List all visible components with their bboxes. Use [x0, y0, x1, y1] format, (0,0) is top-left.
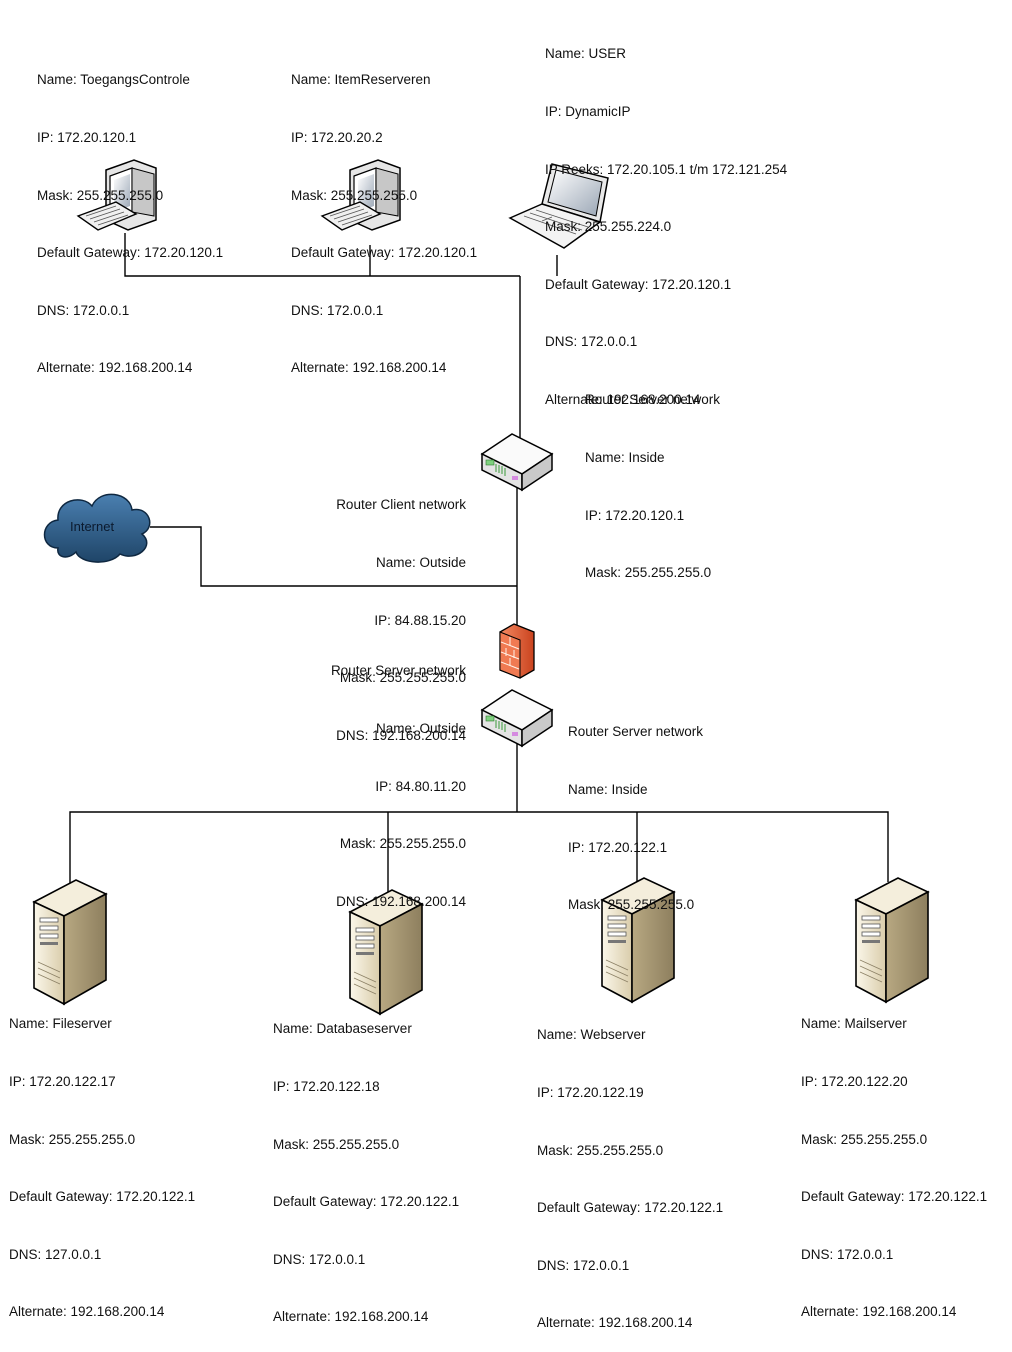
info-line: Mask: 255.255.255.0	[568, 897, 695, 913]
router-server-inside-info: Router Server network Name: Inside IP: 1…	[568, 684, 703, 934]
info-line: Mask: 255.255.255.0	[273, 1136, 400, 1152]
info-line: Mask: 255.255.255.0	[537, 1142, 664, 1158]
router-icon	[480, 689, 554, 748]
info-line: Alternate: 192.168.200.14	[801, 1304, 957, 1320]
info-line: DNS: 172.0.0.1	[545, 334, 638, 350]
info-line: DNS: 192.168.200.14	[336, 893, 466, 909]
info-line: Name: Inside	[585, 450, 665, 466]
info-line: IP: 172.20.122.18	[273, 1079, 380, 1095]
webserver-info: Name: Webserver IP: 172.20.122.19 Mask: …	[537, 987, 723, 1352]
router-client-outside-info: Router Client network Name: Outside IP: …	[336, 457, 466, 764]
info-line: Mask: 255.255.255.0	[339, 836, 466, 852]
info-line: Name: ToegangsControle	[37, 72, 190, 88]
info-line: IP: 172.20.122.17	[9, 1074, 116, 1090]
info-line: IP: 172.20.122.19	[537, 1085, 644, 1101]
info-line: Default Gateway: 172.20.122.1	[273, 1194, 460, 1210]
toegangscontrole-info: Name: ToegangsControle IP: 172.20.120.1 …	[37, 32, 223, 397]
info-line: Alternate: 192.168.200.14	[9, 1304, 165, 1320]
info-line: Mask: 255.255.255.0	[585, 565, 712, 581]
user-info: Name: USER IP: DynamicIP IP Reeks: 172.2…	[545, 6, 787, 428]
info-line: Router Server network	[585, 392, 721, 408]
internet-label: Internet	[70, 519, 114, 534]
router-client-inside-info: Router Server network Name: Inside IP: 1…	[585, 352, 720, 602]
info-line: Alternate: 192.168.200.14	[545, 392, 701, 408]
info-line: DNS: 172.0.0.1	[801, 1246, 894, 1262]
info-line: Name: Outside	[375, 555, 466, 571]
info-line: Default Gateway: 172.20.120.1	[545, 276, 732, 292]
info-line: Router Server network	[568, 724, 704, 740]
info-line: IP: 172.20.122.1	[568, 839, 668, 855]
info-line: DNS: 172.0.0.1	[537, 1257, 630, 1273]
info-line: DNS: 127.0.0.1	[9, 1246, 102, 1262]
info-line: IP: 172.20.122.20	[801, 1074, 908, 1090]
info-line: DNS: 172.0.0.1	[273, 1251, 366, 1267]
info-line: IP: 172.20.120.1	[585, 507, 685, 523]
connection-lines	[69, 233, 889, 895]
info-line: Default Gateway: 172.20.122.1	[9, 1189, 196, 1205]
info-line: Mask: 255.255.255.0	[291, 187, 418, 203]
internet-cloud-icon: Internet	[43, 493, 151, 563]
fileserver-info: Name: Fileserver IP: 172.20.122.17 Mask:…	[9, 976, 195, 1341]
info-line: IP Reeks: 172.20.105.1 t/m 172.121.254	[545, 161, 788, 177]
info-line: Name: Fileserver	[9, 1016, 112, 1032]
info-line: Default Gateway: 172.20.122.1	[801, 1189, 988, 1205]
info-line: IP: 172.20.20.2	[291, 130, 383, 146]
info-line: Mask: 255.255.255.0	[9, 1131, 136, 1147]
info-line: Mask: 255.255.255.0	[801, 1131, 928, 1147]
info-line: IP: DynamicIP	[545, 104, 631, 120]
laptop-icon	[508, 163, 609, 249]
info-line: Alternate: 192.168.200.14	[37, 360, 193, 376]
info-line: Alternate: 192.168.200.14	[537, 1315, 693, 1331]
info-line: Name: Databaseserver	[273, 1021, 412, 1037]
router-server-outside-info: Router Server network Name: Outside IP: …	[331, 623, 466, 930]
info-line: Name: Outside	[375, 721, 466, 737]
info-line: Name: Inside	[568, 782, 648, 798]
info-line: Name: Mailserver	[801, 1016, 907, 1032]
network-diagram: Internet	[33, 159, 929, 1015]
router-icon	[480, 433, 554, 492]
info-line: Mask: 255.255.255.0	[37, 187, 164, 203]
firewall-icon	[499, 623, 535, 679]
info-line: Mask: 255.255.255.0	[339, 670, 466, 686]
info-line: IP: 84.80.11.20	[375, 778, 466, 794]
info-line: IP: 172.20.120.1	[37, 130, 137, 146]
info-line: Name: USER	[545, 46, 627, 62]
info-line: Router Client network	[336, 497, 466, 513]
mailserver-info: Name: Mailserver IP: 172.20.122.20 Mask:…	[801, 976, 987, 1341]
info-line: Alternate: 192.168.200.14	[273, 1309, 429, 1325]
info-line: Default Gateway: 172.20.120.1	[37, 245, 224, 261]
info-line: Default Gateway: 172.20.122.1	[537, 1200, 724, 1216]
info-line: Alternate: 192.168.200.14	[291, 360, 447, 376]
info-line: DNS: 192.168.200.14	[336, 727, 466, 743]
info-line: DNS: 172.0.0.1	[37, 302, 130, 318]
databaseserver-info: Name: Databaseserver IP: 172.20.122.18 M…	[273, 981, 459, 1346]
info-line: Default Gateway: 172.20.120.1	[291, 245, 478, 261]
info-line: IP: 84.88.15.20	[374, 612, 466, 628]
info-line: Router Server network	[330, 663, 466, 679]
info-line: DNS: 172.0.0.1	[291, 302, 384, 318]
info-line: Mask: 255.255.224.0	[545, 219, 672, 235]
info-line: Name: ItemReserveren	[291, 72, 431, 88]
info-line: Name: Webserver	[537, 1027, 646, 1043]
itemreserveren-info: Name: ItemReserveren IP: 172.20.20.2 Mas…	[291, 32, 477, 397]
